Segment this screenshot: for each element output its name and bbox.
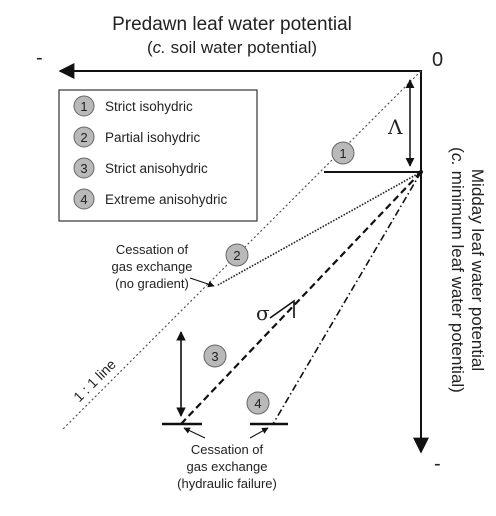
sigma-slope-triangle bbox=[269, 299, 295, 319]
x-axis-minus-label: - bbox=[36, 47, 43, 69]
legend-item-2: 2 Partial isohydric bbox=[73, 126, 201, 148]
svg-text:1: 1 bbox=[80, 99, 87, 114]
svg-text:Strict anisohydric: Strict anisohydric bbox=[105, 161, 208, 176]
badge-4: 4 bbox=[246, 391, 270, 415]
annotation-top-arrow bbox=[189, 277, 215, 288]
svg-text:4: 4 bbox=[80, 192, 87, 207]
svg-text:4: 4 bbox=[254, 396, 261, 411]
badge-1: 1 bbox=[331, 141, 355, 165]
svg-text:Partial isohydric: Partial isohydric bbox=[105, 130, 201, 145]
svg-text:3: 3 bbox=[211, 349, 218, 364]
annotation-hydraulic-failure: Cessation of gas exchange (hydraulic fai… bbox=[177, 442, 277, 491]
legend-item-4: 4 Extreme anisohydric bbox=[73, 188, 228, 210]
badge-2: 2 bbox=[225, 243, 249, 267]
svg-text:Cessation of: Cessation of bbox=[191, 442, 264, 457]
svg-text:Extreme anisohydric: Extreme anisohydric bbox=[105, 192, 228, 207]
annotation-bottom-arrow-left bbox=[183, 427, 206, 439]
origin-label: 0 bbox=[432, 49, 443, 71]
svg-text:2: 2 bbox=[233, 248, 240, 263]
legend: 1 Strict isohydric 2 Partial isohydric 3… bbox=[58, 89, 258, 222]
legend-item-3: 3 Strict anisohydric bbox=[73, 157, 208, 179]
svg-text:gas exchange: gas exchange bbox=[112, 259, 193, 274]
y-axis-minus-label: - bbox=[434, 453, 441, 475]
curve-4-extreme-anisohydric bbox=[272, 171, 422, 425]
annotation-bottom-arrow-right bbox=[249, 427, 269, 439]
sigma-symbol: σ bbox=[256, 301, 270, 325]
pivot-point bbox=[419, 170, 423, 174]
svg-text:Strict isohydric: Strict isohydric bbox=[105, 99, 193, 114]
annotation-no-gradient: Cessation of gas exchange (no gradient) bbox=[112, 242, 193, 291]
svg-text:Cessation of: Cessation of bbox=[116, 242, 189, 257]
chart-title: Predawn leaf water potential bbox=[112, 14, 352, 35]
legend-item-1: 1 Strict isohydric bbox=[73, 95, 193, 117]
svg-text:(no gradient): (no gradient) bbox=[115, 276, 189, 291]
chart-subtitle: (c. soil water potential) bbox=[147, 38, 317, 57]
svg-text:gas exchange: gas exchange bbox=[187, 459, 268, 474]
svg-text:(hydraulic failure): (hydraulic failure) bbox=[177, 476, 277, 491]
svg-text:3: 3 bbox=[80, 161, 87, 176]
svg-text:2: 2 bbox=[80, 130, 87, 145]
y-axis-label: Midday leaf water potential bbox=[468, 169, 487, 371]
badge-3: 3 bbox=[203, 344, 227, 368]
svg-text:1: 1 bbox=[339, 146, 346, 161]
curve-3-strict-anisohydric bbox=[180, 171, 422, 425]
lambda-symbol: Λ bbox=[387, 115, 403, 139]
y-axis-sublabel: (c. minimum leaf water potential) bbox=[448, 147, 467, 393]
